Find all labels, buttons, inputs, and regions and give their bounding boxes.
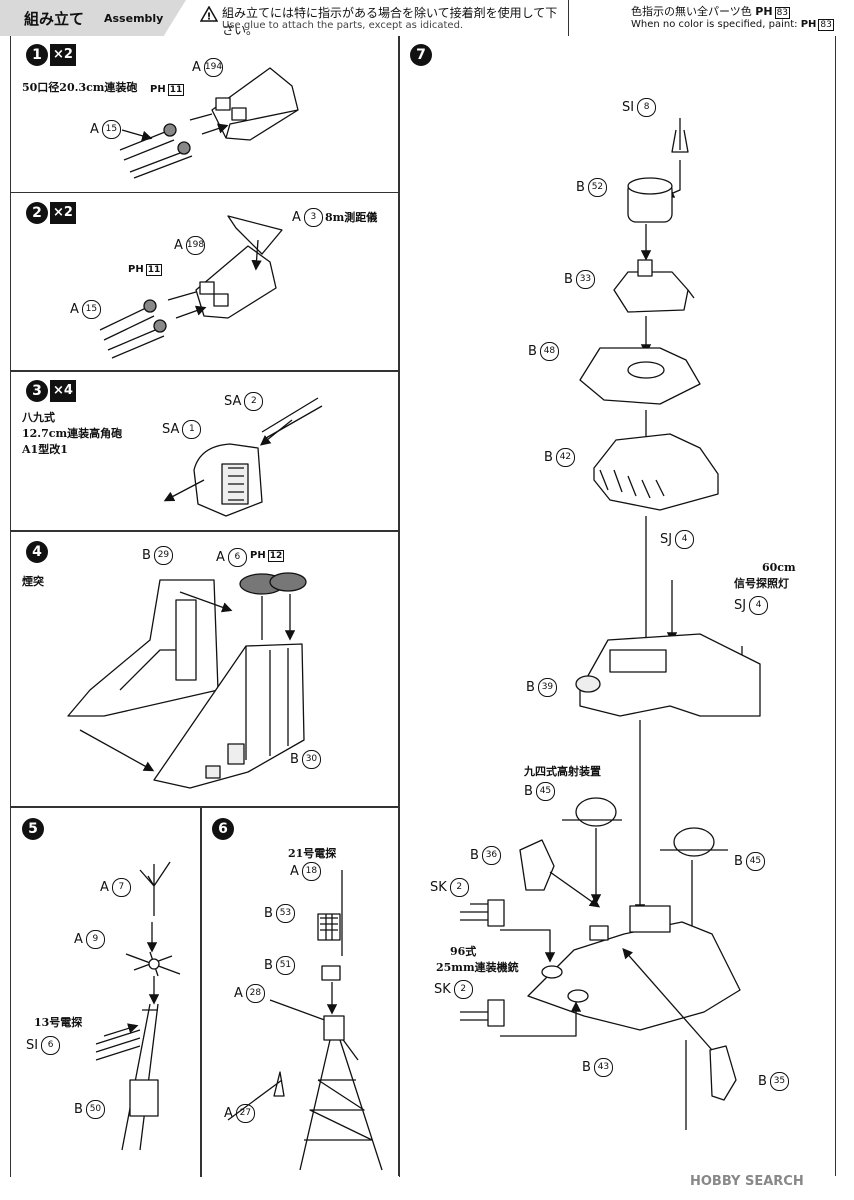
title-jp: 組み立て — [24, 10, 85, 28]
step-6-panel — [200, 806, 400, 1177]
warning-icon: ! — [200, 6, 218, 22]
step-2-number: 2 — [26, 202, 48, 224]
step-4-note: 煙突 — [22, 575, 44, 588]
step-3-note-2: 12.7cm連装高角砲 — [22, 427, 123, 440]
step-7-note-96: 96式 — [450, 945, 477, 958]
step-7-bridge-drawing — [460, 118, 761, 1130]
assembly-title-tab: 組み立て Assembly — [0, 0, 186, 36]
step-6-note: 21号電探 — [288, 847, 337, 860]
svg-text:!: ! — [207, 12, 212, 23]
warning-en: Use glue to attach the parts, except as … — [222, 20, 464, 31]
step-4-number: 4 — [26, 541, 48, 563]
step-1-number: 1 — [26, 44, 48, 66]
title-en: Assembly — [104, 12, 164, 25]
step-2-multiplier: ×2 — [50, 202, 76, 224]
glue-warning: ! 組み立てには特に指示がある場合を除いて接着剤を使用して下さい。 Use gl… — [186, 0, 566, 37]
step-6-mast-drawing — [227, 870, 383, 1171]
step-7-note-25mm: 25mm連装機銃 — [436, 961, 519, 974]
step-3-note-1: 八九式 — [22, 411, 55, 424]
step-7-panel — [398, 36, 836, 1176]
step-3-multiplier: ×4 — [50, 380, 76, 402]
step-5-mast-drawing — [95, 861, 181, 1151]
step-7-note-searchlight: 信号探照灯 — [734, 577, 789, 590]
step-5-note: 13号電探 — [34, 1016, 83, 1029]
step-5-number: 5 — [22, 818, 44, 840]
step-4-panel — [10, 530, 400, 808]
header: 組み立て Assembly ! 組み立てには特に指示がある場合を除いて接着剤を使… — [0, 0, 854, 37]
warning-jp: 組み立てには特に指示がある場合を除いて接着剤を使用して下さい。 — [222, 6, 558, 37]
step-2-turret-drawing — [99, 215, 283, 359]
step-5-panel — [10, 806, 202, 1177]
step-3-panel — [10, 370, 400, 532]
step-2-note: 8m測距儀 — [325, 211, 378, 224]
step-2-panel — [10, 192, 400, 372]
step-3-number: 3 — [26, 380, 48, 402]
step-7-note-director: 九四式高射装置 — [524, 765, 601, 778]
step-1-multiplier: ×2 — [50, 44, 76, 66]
step-6-number: 6 — [212, 818, 234, 840]
step-1-turret-drawing — [119, 67, 299, 179]
step-1-note: 50口径20.3cm連装砲 — [22, 81, 138, 94]
step-3-aa-gun-drawing — [163, 397, 323, 517]
step-3-note-3: A1型改1 — [22, 443, 68, 456]
step-7-note-60cm: 60cm — [762, 561, 796, 574]
watermark: HOBBY SEARCH — [690, 1174, 804, 1189]
step-4-funnel-drawing — [67, 572, 307, 789]
step-7-number: 7 — [410, 44, 432, 66]
